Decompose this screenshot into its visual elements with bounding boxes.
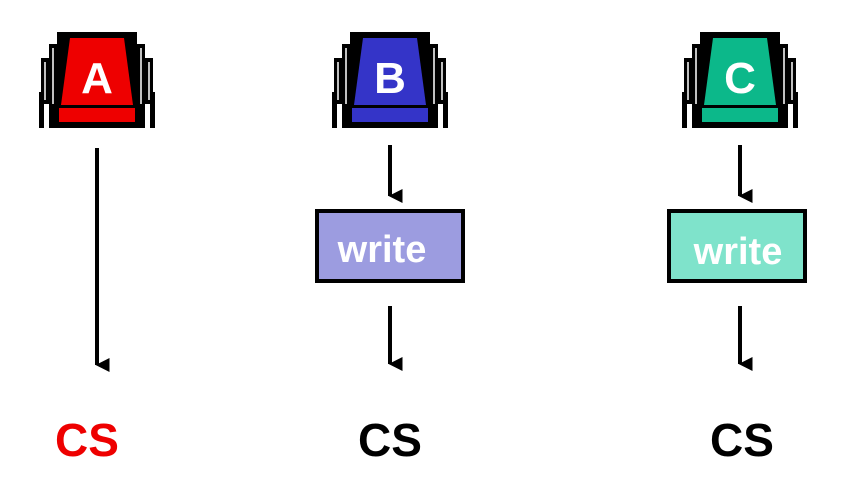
machine-icon: [682, 32, 798, 128]
process-letter: C: [724, 54, 756, 103]
write-label: write: [337, 229, 427, 271]
process-column-a: A CS: [39, 32, 155, 466]
process-letter: A: [81, 54, 113, 103]
process-column-c: C write CS: [667, 32, 807, 466]
critical-section-label: CS: [358, 414, 422, 466]
process-column-b: B write CS: [315, 32, 465, 466]
machine-icon: [332, 32, 448, 128]
machine-icon: [39, 32, 155, 128]
critical-section-label: CS: [55, 414, 119, 466]
write-box: [315, 209, 465, 283]
critical-section-label: CS: [710, 414, 774, 466]
process-letter: B: [374, 54, 406, 103]
write-box: [667, 209, 807, 283]
write-label: write: [693, 231, 783, 273]
